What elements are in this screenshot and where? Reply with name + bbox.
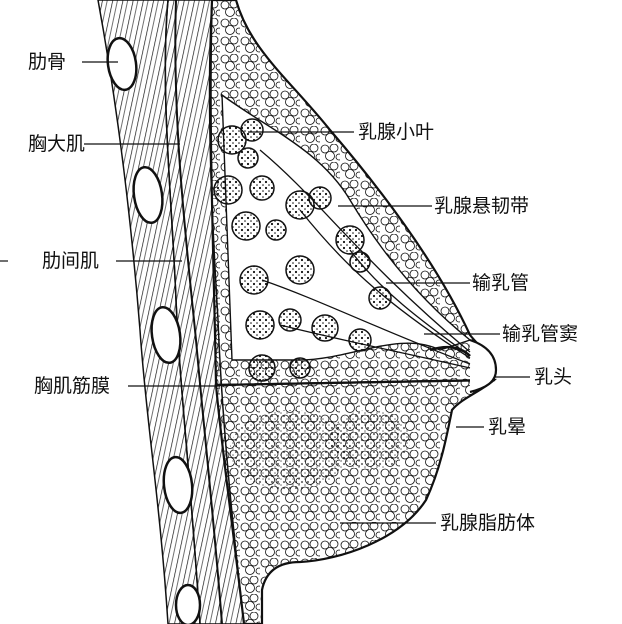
- mammary-lobules: [213, 118, 392, 382]
- ribs: [106, 36, 202, 624]
- breast-lower: [214, 378, 498, 624]
- label-pectoral-fascia: 胸肌筋膜: [34, 375, 111, 397]
- label-areola: 乳晕: [488, 416, 527, 438]
- label-intercostal-muscle: 肋间肌: [42, 250, 100, 272]
- label-lactiferous-duct: 输乳管: [472, 272, 530, 294]
- label-pectoralis-major: 胸大肌: [28, 133, 86, 155]
- label-rib: 肋骨: [28, 51, 67, 73]
- label-nipple: 乳头: [534, 366, 573, 388]
- label-mammary-fat-body: 乳腺脂肪体: [440, 512, 536, 534]
- lactiferous-ducts: [259, 149, 471, 369]
- nipple-shape: [469, 338, 498, 394]
- label-suspensory-ligament: 乳腺悬韧带: [434, 195, 530, 217]
- label-mammary-lobule: 乳腺小叶: [358, 121, 435, 143]
- label-lactiferous-sinus: 输乳管窦: [502, 323, 579, 345]
- leader-lines: [0, 61, 530, 524]
- lactiferous-sinus-shape: [429, 345, 471, 357]
